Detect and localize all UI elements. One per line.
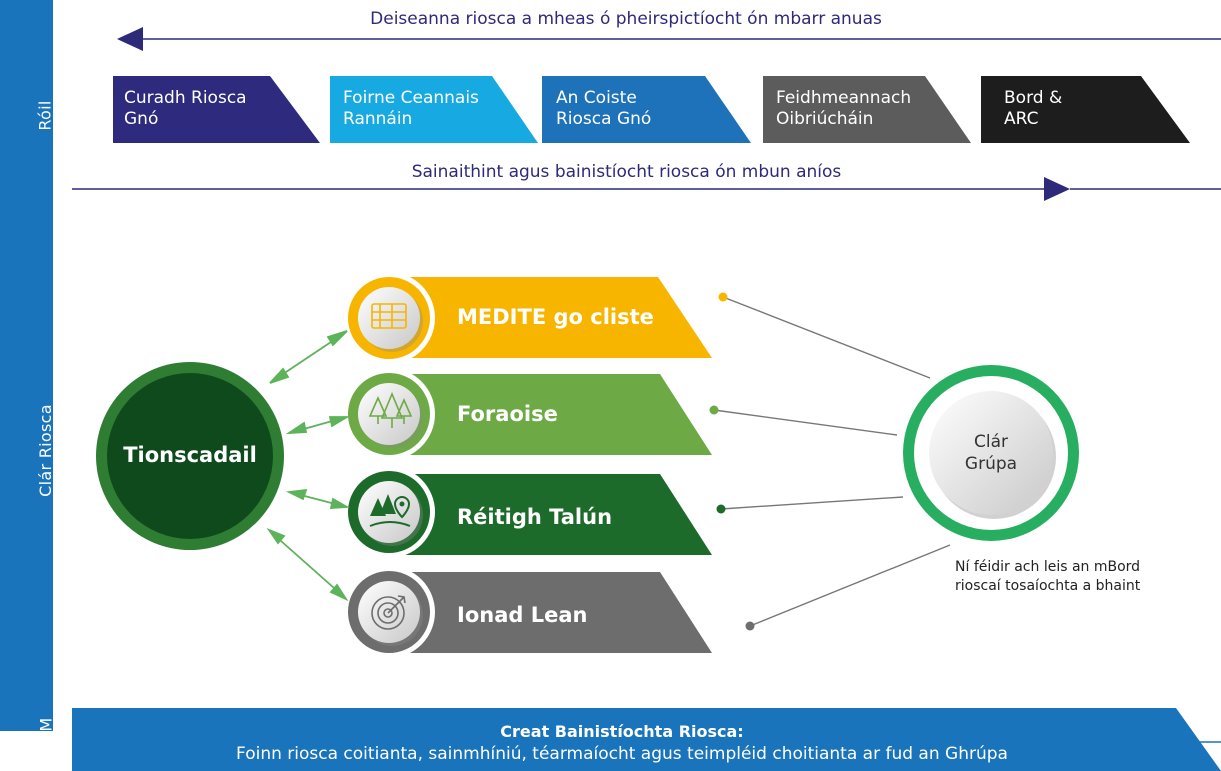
register-label-reitigh-talun: Réitigh Talún [457,505,613,529]
target-arrow-icon [371,595,406,630]
sidebar-bar [0,0,53,731]
role-box-coiste-riosca [542,76,751,143]
forest-trees-icon [368,391,413,428]
top-down-caption: Deiseanna riosca a mheas ó pheirspictíoc… [370,9,882,29]
erm-banner-subtitle: Foinn riosca coitianta, sainmhíniú, téar… [236,744,1008,764]
role-box-bord-arc [981,76,1190,143]
connector-arrows [266,330,351,602]
tionscadail-node [96,362,284,550]
register-banner-ionad-lean [393,572,712,653]
left-arrowhead-icon [117,27,143,51]
erm-banner-title: Creat Bainistíochta Riosca: [500,722,744,741]
reitigh-disc [343,466,435,558]
medite-board-icon [371,303,407,329]
ionad-disc [343,566,435,658]
group-register-node [903,365,1079,541]
register-banner-reitigh-talun [393,474,712,555]
role-box-foirne-ceannais [330,76,538,143]
register-label-ionad-lean: Ionad Lean [457,603,588,627]
group-connectors [713,296,951,627]
medite-connector-dot [718,292,728,302]
bottom-up-caption: Sainaithint agus bainistíocht riosca ón … [411,162,842,182]
foraoise-connector-dot [709,405,719,415]
register-banner-foraoise [393,374,712,455]
role-label-bord-arc: Bord &ARC [1004,88,1063,129]
right-arrowhead-icon [1044,177,1070,201]
register-label-foraoise: Foraoise [457,402,558,426]
medite-disc [343,272,435,364]
foraoise-disc [343,368,435,460]
ionad-connector-dot [745,621,755,631]
reitigh-connector-dot [716,504,726,514]
tionscadail-label: Tionscadail [123,443,257,467]
land-map-pin-icon [369,494,411,527]
register-label-medite: MEDITE go cliste [457,305,654,329]
role-box-curadh-riosca [113,76,320,143]
register-banner-medite [393,277,712,358]
erm-banner [72,708,1221,771]
role-box-feidhmeannach [763,76,971,143]
